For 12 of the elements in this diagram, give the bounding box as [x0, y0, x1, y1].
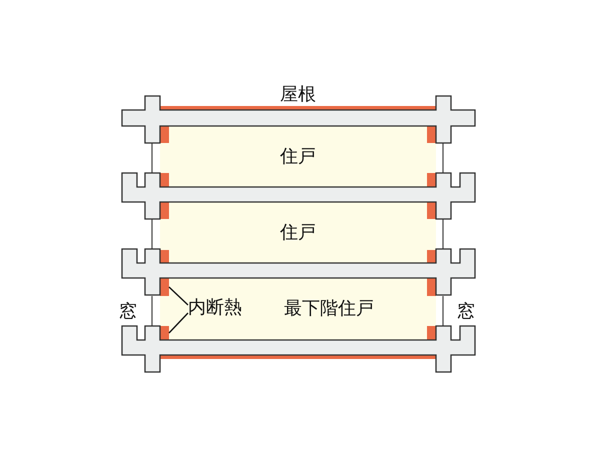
dwelling-unit — [160, 126, 436, 187]
unit-label: 住戸 — [280, 146, 316, 168]
unit-label: 最下階住戸 — [284, 298, 374, 320]
dwelling-unit — [160, 202, 436, 263]
roof-label: 屋根 — [280, 84, 316, 106]
leader-line — [168, 312, 188, 334]
dwelling-unit — [160, 278, 436, 340]
leader-line — [168, 286, 188, 306]
window-label: 窓 — [119, 301, 137, 323]
callout-text: 内断熱 — [188, 297, 258, 321]
unit-label: 住戸 — [280, 222, 316, 244]
window-label: 窓 — [457, 301, 475, 323]
